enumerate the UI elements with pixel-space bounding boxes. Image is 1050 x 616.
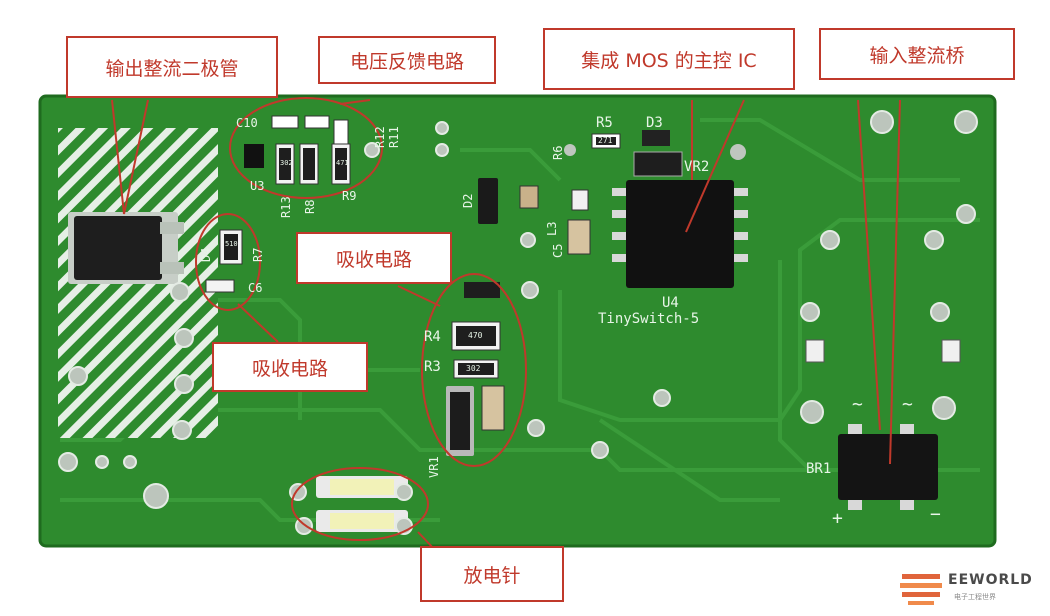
silk-r7: R7 [251, 247, 265, 262]
eeworld-logo-mark [900, 574, 942, 605]
chip-marking-r7: 510 [225, 240, 238, 248]
chip-marking-r3: 302 [466, 364, 481, 373]
annotation-leader-lines [111, 99, 901, 569]
callout-input-rectifier-bridge: 输入整流桥 [819, 28, 1015, 80]
silk-minus: − [930, 504, 941, 525]
silk-br1: BR1 [806, 461, 832, 477]
chip-marking-r9: 471 [336, 159, 349, 167]
silk-plus: + [832, 508, 843, 529]
callout-integrated-mos-controller: 集成 MOS 的主控 IC [543, 28, 795, 90]
silk-r5: R5 [596, 115, 613, 131]
feedback-components [244, 115, 351, 185]
output-diode-package [68, 212, 184, 284]
callout-spark-gap: 放电针 [420, 546, 564, 602]
chip-marking-r5: 271 [598, 136, 613, 145]
silk-d3: D3 [646, 115, 663, 131]
callout-snubber-circuit-middle: 吸收电路 [296, 232, 452, 284]
silk-u4: U4 [662, 295, 679, 311]
spark-gap-pads [316, 476, 408, 532]
callout-voltage-feedback-circuit: 电压反馈电路 [318, 36, 496, 84]
silk-ac-right: ~ [902, 394, 913, 415]
silk-r9: R9 [342, 189, 357, 203]
eeworld-logo: EEWORLD 电子工程世界 [900, 566, 1040, 610]
silk-r13: R13 [279, 196, 293, 218]
board-substrate [40, 96, 995, 546]
silk-c6: C6 [248, 281, 263, 295]
chip-marking-r4: 470 [468, 331, 483, 340]
br1-bridge-package [838, 424, 938, 510]
silk-l3: L3 [545, 221, 559, 236]
through-hole-pads [58, 110, 978, 535]
eeworld-logo-subtitle: 电子工程世界 [954, 593, 996, 601]
silk-c5: C5 [551, 243, 565, 258]
silk-r4: R4 [424, 329, 441, 345]
eeworld-logo-text: EEWORLD [948, 572, 1033, 588]
silk-r3: R3 [424, 359, 441, 375]
silk-c10: C10 [236, 116, 258, 130]
silk-r12: R12 [373, 126, 387, 148]
callout-output-rectifier-diode: 输出整流二极管 [66, 36, 278, 98]
snubber-left-parts [205, 229, 243, 293]
silk-ac-left: ~ [852, 394, 863, 415]
silk-vr1: VR1 [427, 456, 441, 478]
snubber-middle-parts [446, 282, 505, 456]
silk-tinyswitch: TinySwitch-5 [598, 311, 700, 327]
silk-d2: D2 [461, 193, 475, 208]
chip-marking-r13: 302 [280, 159, 293, 167]
silk-r11: R11 [387, 126, 401, 148]
silk-r8: R8 [303, 199, 317, 214]
silk-vr2: VR2 [684, 159, 710, 175]
silk-u3: U3 [250, 179, 265, 193]
u4-ic-package [612, 180, 748, 288]
annotation-circles [195, 97, 527, 541]
diode-d2 [478, 178, 498, 224]
silk-r6: R6 [551, 145, 565, 160]
callout-snubber-circuit-left: 吸收电路 [212, 342, 368, 392]
silk-d4: D4 [199, 247, 213, 262]
